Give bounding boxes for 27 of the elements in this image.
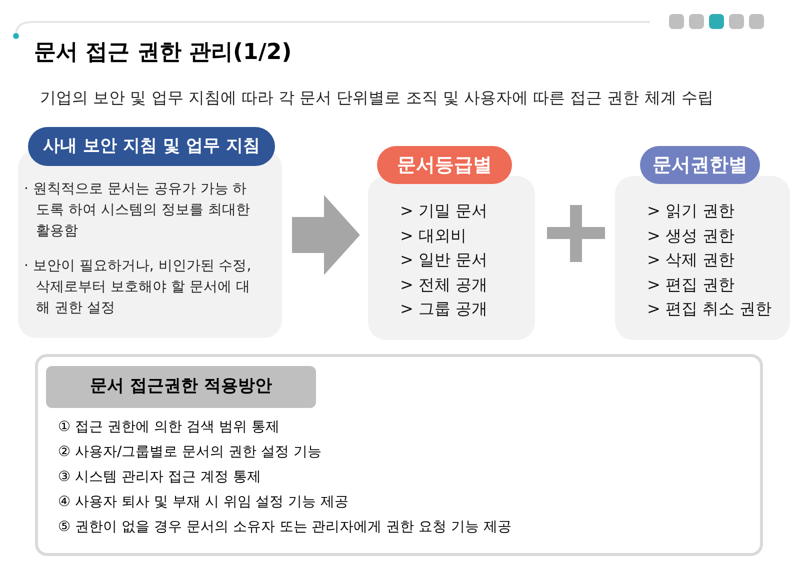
bullet-text: · 보안이 필요하거나, 비인가된 수정, 삭제로부터 보호해야 할 문서에 대해 권한 설정 — [24, 257, 252, 318]
list-item: > 기밀 문서 — [400, 200, 488, 222]
list-item: > 읽기 권한 — [647, 200, 736, 222]
list-item: > 생성 권한 — [647, 224, 736, 246]
plan-item: ③ 시스템 관리자 접근 계정 통제 — [58, 468, 262, 487]
category-card — [615, 176, 790, 340]
list-item: > 편집 권한 — [647, 274, 736, 296]
list-item: > 그룹 공개 — [400, 298, 488, 320]
plan-item: ② 사용자/그룹별로 문서의 권한 설정 기능 — [58, 443, 323, 462]
page-title: 문서 접근 권한 관리(1/2) — [34, 39, 292, 67]
heading-pill: 문서등급별 — [377, 146, 512, 184]
block-arrow — [292, 195, 360, 275]
subtitle-text: 기업의 보안 및 업무 지침에 따라 각 문서 단위별로 조직 및 사용자에 따른 접근 권한 체계 수립 — [40, 87, 714, 109]
list-item: > 삭제 권한 — [647, 249, 736, 271]
heading-pill: 문서권한별 — [640, 146, 760, 184]
plan-item: ④ 사용자 퇴사 및 부재 시 위임 설정 기능 제공 — [58, 493, 350, 512]
plan-item: ① 접근 권한에 의한 검색 범위 통제 — [58, 418, 280, 437]
bullet-text: · 원칙적으로 문서는 공유가 가능 하도록 하여 시스템의 정보를 최대한 활용함 — [24, 180, 251, 241]
heading-pill: 사내 보안 지침 및 업무 지침 — [28, 127, 275, 166]
list-item: > 편집 취소 권한 — [647, 298, 772, 320]
plan-item: ⑤ 권한이 없을 경우 문서의 소유자 또는 관리자에게 권한 요청 기능 제공 — [58, 518, 512, 537]
list-item: > 대외비 — [400, 224, 468, 246]
category-card — [368, 176, 535, 340]
plan-panel — [35, 354, 763, 556]
list-item: > 일반 문서 — [400, 249, 488, 271]
list-item: > 전체 공개 — [400, 274, 488, 296]
panel-heading: 문서 접근권한 적용방안 — [46, 366, 316, 408]
